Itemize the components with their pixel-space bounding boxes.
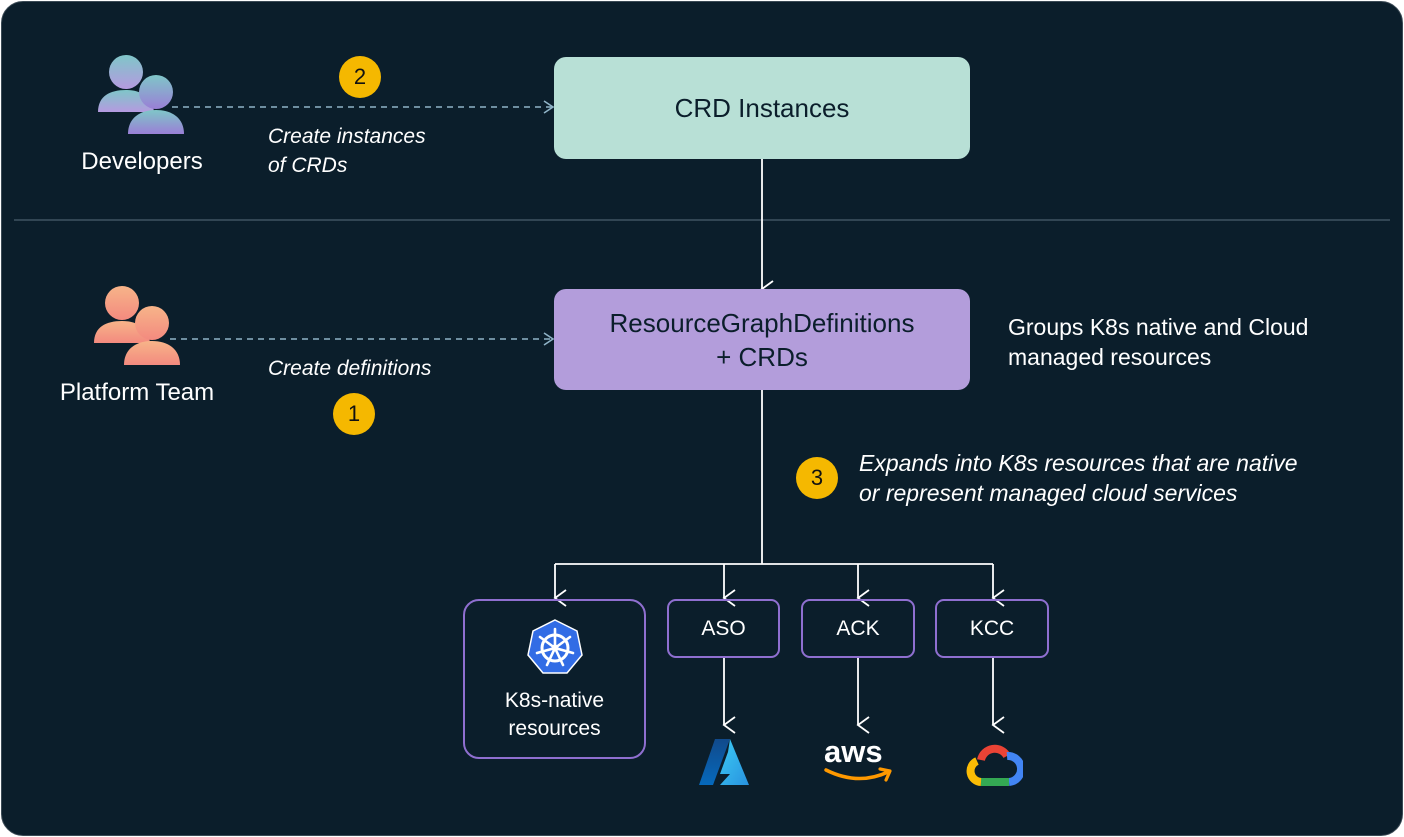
rgd-note-line2: managed resources [1008, 344, 1212, 370]
step-2-label-line1: Create instances [268, 125, 426, 148]
rgd-note: Groups K8s native and Cloud managed reso… [1008, 312, 1308, 372]
kubernetes-icon [526, 619, 583, 674]
step-3-label-line1: Expands into K8s resources that are nati… [859, 450, 1298, 476]
step-3-label-line2: or represent managed cloud services [859, 480, 1238, 506]
rgd-label-line1: ResourceGraphDefinitions [609, 307, 915, 338]
aws-logo-text: aws [824, 734, 883, 769]
k8s-native-tile: K8s-native resources [463, 599, 646, 759]
platform-team-icon [94, 286, 180, 365]
k8s-native-label: K8s-native resources [505, 687, 604, 743]
crd-instances-node: CRD Instances [554, 57, 970, 159]
step-3-badge: 3 [796, 457, 838, 499]
step-3-label: Expands into K8s resources that are nati… [859, 448, 1298, 508]
step-1-label: Create definitions [268, 357, 432, 380]
resource-graph-definitions-node: ResourceGraphDefinitions + CRDs [554, 289, 970, 390]
developers-icon [98, 55, 184, 134]
aws-icon: aws [820, 734, 898, 786]
ack-tile: ACK [801, 599, 915, 658]
kcc-tile: KCC [935, 599, 1049, 658]
platform-team-label: Platform Team [59, 379, 215, 406]
step-2-badge: 2 [339, 56, 381, 98]
developers-label: Developers [81, 148, 203, 175]
step-1-badge: 1 [333, 393, 375, 435]
azure-icon [699, 739, 749, 785]
aws-smile [824, 767, 892, 782]
k8s-native-line2: resources [508, 717, 601, 740]
step-2-label: Create instances of CRDs [268, 122, 426, 180]
rgd-label-line2: + CRDs [716, 341, 808, 372]
k8s-native-line1: K8s-native [504, 689, 605, 712]
google-cloud-icon [966, 744, 1023, 786]
rgd-note-line1: Groups K8s native and Cloud [1008, 314, 1309, 340]
step-2-label-line2: of CRDs [268, 154, 348, 177]
aso-tile: ASO [667, 599, 780, 658]
